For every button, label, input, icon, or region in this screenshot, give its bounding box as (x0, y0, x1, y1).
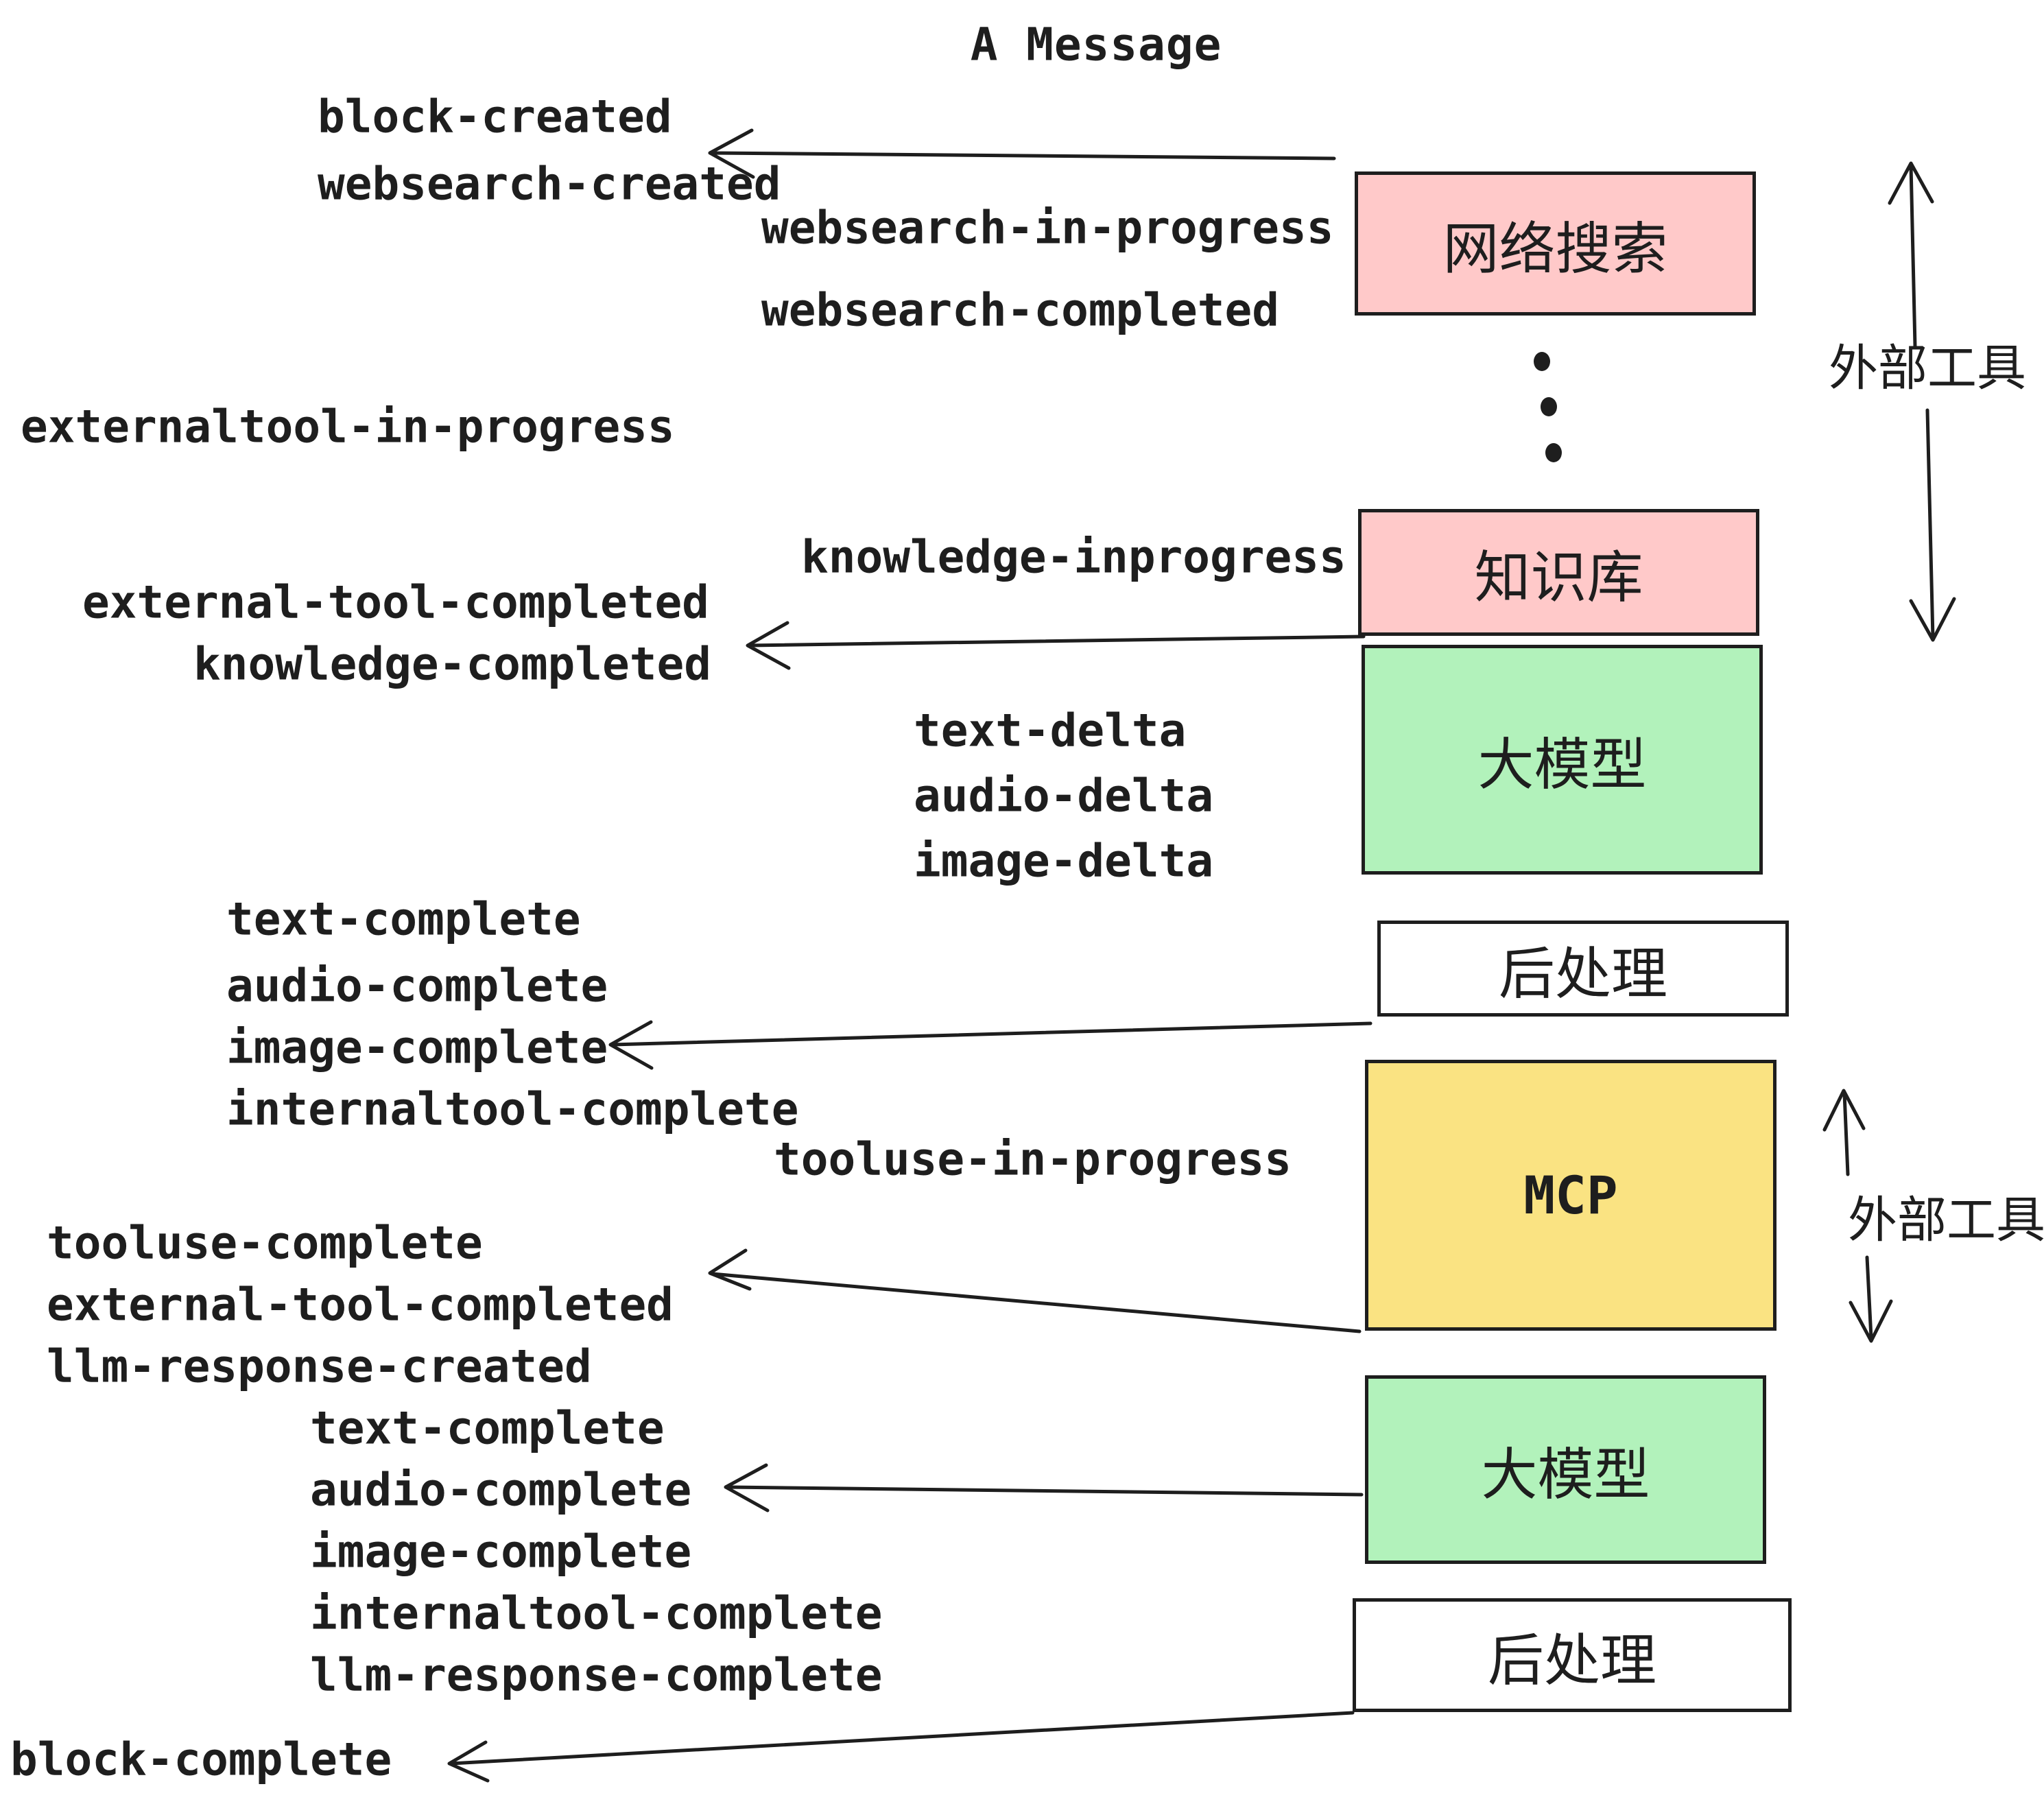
box-llm-1: 大模型 (1362, 645, 1763, 875)
arrow-external-tools-2-up (1822, 1089, 1866, 1176)
event-knowledge-completed: knowledge-completed (193, 637, 711, 691)
event-external-tool-completed-2: external-tool-completed (47, 1278, 674, 1331)
event-tooluse-in-progress: tooluse-in-progress (774, 1132, 1292, 1186)
event-text-complete-2: text-complete (310, 1401, 665, 1455)
box-llm-2-label: 大模型 (1481, 1443, 1650, 1508)
ellipsis-dots-icon (1534, 352, 1562, 462)
box-llm-2: 大模型 (1365, 1375, 1766, 1564)
box-mcp: MCP (1365, 1060, 1776, 1331)
box-post-2: 后处理 (1353, 1598, 1792, 1712)
arrow-websearch-to-block-created (708, 128, 1336, 179)
event-internaltool-complete-1: internaltool-complete (226, 1082, 799, 1136)
event-llm-response-created: llm-response-created (47, 1340, 592, 1393)
event-externaltool-in-progress: externaltool-in-progress (21, 400, 675, 453)
box-post-1-label: 后处理 (1498, 941, 1667, 1007)
box-mcp-label: MCP (1523, 1165, 1618, 1226)
diagram-title: A Message (970, 18, 1222, 71)
event-websearch-in-progress: websearch-in-progress (761, 201, 1334, 254)
event-image-complete-1: image-complete (226, 1021, 608, 1074)
event-audio-complete-2: audio-complete (310, 1463, 692, 1517)
box-post-1: 后处理 (1377, 921, 1789, 1017)
event-websearch-completed: websearch-completed (761, 283, 1279, 337)
event-block-created: block-created (318, 90, 672, 143)
side-label-external-tools-1: 外部工具 (1828, 339, 2027, 397)
box-post-2-label: 后处理 (1487, 1628, 1656, 1694)
event-external-tool-completed-1: external-tool-completed (82, 575, 709, 629)
event-text-complete-1: text-complete (226, 892, 581, 946)
event-knowledge-inprogress: knowledge-inprogress (801, 530, 1346, 584)
event-image-complete-2: image-complete (310, 1525, 692, 1578)
arrow-llm1-to-knowledge-completed (746, 621, 1366, 670)
event-text-delta-1: text-delta (914, 704, 1187, 757)
event-audio-delta-1: audio-delta (914, 769, 1214, 822)
arrow-external-tools-1-down (1909, 408, 1956, 642)
event-internaltool-complete-2: internaltool-complete (310, 1587, 883, 1640)
event-block-complete: block-complete (10, 1733, 392, 1786)
box-llm-1-label: 大模型 (1477, 733, 1647, 798)
arrow-llm2-to-audio-complete (724, 1463, 1364, 1512)
event-llm-response-complete: llm-response-complete (310, 1648, 883, 1702)
arrow-external-tools-2-down (1849, 1255, 1893, 1343)
arrow-post1-to-image-complete (608, 1020, 1372, 1070)
side-label-external-tools-2: 外部工具 (1847, 1191, 2044, 1249)
event-tooluse-complete: tooluse-complete (47, 1216, 483, 1270)
event-image-delta-1: image-delta (914, 834, 1214, 888)
box-knowledge-label: 知识库 (1474, 545, 1643, 610)
arrow-mcp-to-tooluse-complete (708, 1248, 1362, 1333)
box-websearch: 网络搜索 (1355, 171, 1756, 316)
event-websearch-created: websearch-created (318, 157, 781, 211)
arrow-post2-to-block-complete (447, 1711, 1355, 1783)
box-knowledge: 知识库 (1358, 509, 1759, 636)
box-websearch-label: 网络搜索 (1442, 216, 1668, 282)
arrow-external-tools-1-up (1888, 161, 1934, 348)
event-audio-complete-1: audio-complete (226, 959, 608, 1012)
